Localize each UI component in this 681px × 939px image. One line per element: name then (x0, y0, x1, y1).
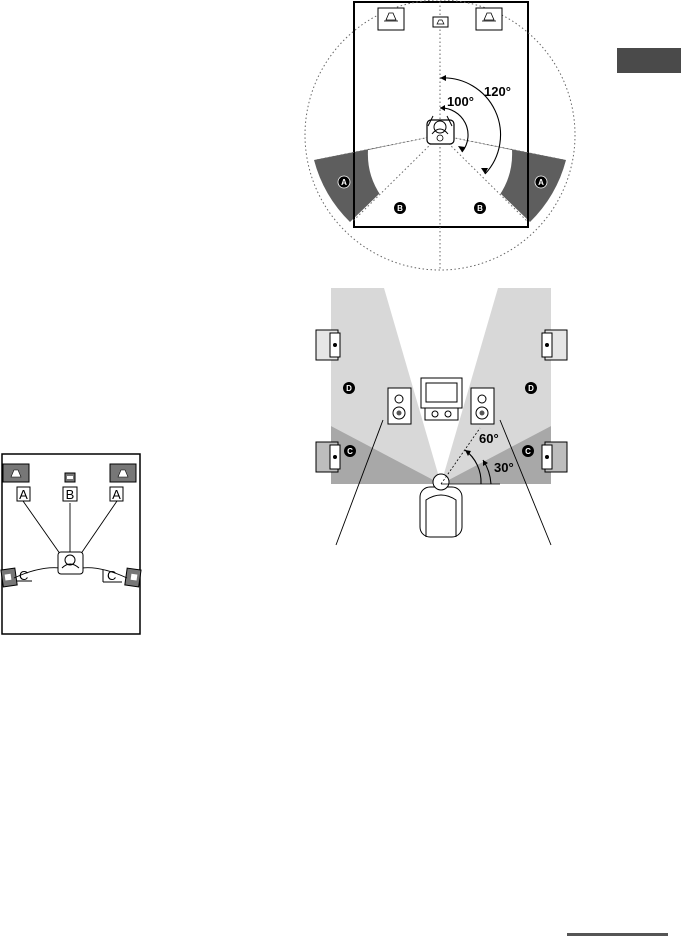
svg-text:C: C (347, 447, 353, 456)
left-upper-surround-speaker-icon (316, 330, 340, 360)
svg-text:A: A (19, 487, 28, 502)
left-diag-center-speaker-icon (65, 473, 75, 482)
svg-text:C: C (19, 568, 28, 583)
svg-text:B: B (397, 204, 403, 213)
front-right-tower-speaker-icon (471, 388, 494, 424)
angle-60-label: 60° (479, 431, 499, 446)
right-lower-surround-speaker-icon (542, 442, 567, 472)
top-diagram: 120° 100° A A B B (305, 0, 575, 270)
right-upper-surround-speaker-icon (542, 330, 567, 360)
zone-badge-c-right: C (522, 445, 534, 457)
svg-text:B: B (477, 204, 483, 213)
page-footer-rule (567, 933, 668, 936)
zone-badge-d-right: D (525, 382, 537, 394)
svg-text:A: A (112, 487, 121, 502)
left-diag-surround-right-speaker-icon (125, 568, 141, 587)
front-right-speaker-icon (476, 8, 502, 30)
zone-badge-d-left: D (343, 382, 355, 394)
angle-30-label: 30° (494, 460, 514, 475)
svg-text:A: A (538, 178, 544, 187)
svg-text:C: C (525, 447, 531, 456)
front-left-speaker-icon (378, 8, 404, 30)
zone-badge-b-right: B (474, 202, 486, 214)
left-diag-label-c-left: C (17, 568, 32, 583)
section-tab-marker (617, 48, 681, 73)
left-lower-surround-speaker-icon (316, 442, 340, 472)
left-diag-label-a-right: A (110, 487, 123, 502)
tv-icon (421, 378, 462, 408)
zone-badge-a-right: A (535, 176, 547, 188)
zone-badge-b-left: B (394, 202, 406, 214)
svg-text:D: D (346, 384, 352, 393)
left-diag-listener-icon (58, 552, 83, 574)
left-diag-front-left-speaker-icon (3, 464, 29, 482)
svg-text:D: D (528, 384, 534, 393)
middle-diagram: 60° 30° D D C C (316, 288, 567, 545)
left-diag-label-a-left: A (17, 487, 30, 502)
listener-chair-icon (427, 116, 454, 144)
svg-text:C: C (107, 568, 116, 583)
zone-badge-a-left: A (338, 176, 350, 188)
svg-text:A: A (341, 178, 347, 187)
center-speaker-icon (433, 17, 448, 27)
angle-100-label: 100° (447, 94, 474, 109)
left-diag-label-b: B (63, 487, 77, 502)
left-diag-front-right-speaker-icon (110, 464, 136, 482)
left-diagram: A B A C C (1, 454, 141, 634)
front-left-tower-speaker-icon (388, 388, 411, 424)
zone-badge-c-left: C (344, 445, 356, 457)
angle-120-label: 120° (484, 84, 511, 99)
center-speaker-front-icon (425, 408, 458, 420)
svg-text:B: B (66, 487, 75, 502)
